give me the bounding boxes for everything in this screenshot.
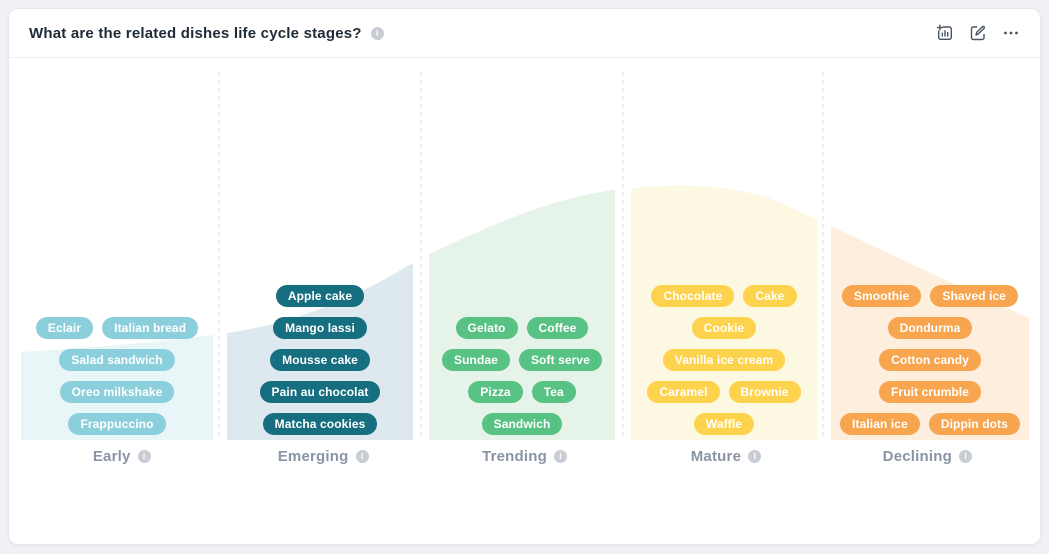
dish-pill[interactable]: Vanilla ice cream [662, 349, 786, 371]
dish-pill[interactable]: Matcha cookies [262, 413, 378, 435]
dish-pill[interactable]: Soft serve [518, 349, 602, 371]
stage-column-emerging: Apple cake Mango lassi Mousse cake Pain … [227, 285, 413, 435]
stage-label-mature: Mature [690, 448, 742, 465]
dish-pill[interactable]: Sundae [442, 349, 510, 371]
stage-column-trending: Gelato Coffee Sundae Soft serve Pizza Te… [429, 317, 615, 435]
chart-card: What are the related dishes life cycle s… [8, 8, 1041, 545]
dish-pill[interactable]: Chocolate [651, 285, 735, 307]
dish-pill[interactable]: Shaved ice [930, 285, 1019, 307]
more-options-icon [1004, 31, 1018, 35]
title-info-icon[interactable]: i [370, 26, 384, 40]
stage-label-early: Early [92, 448, 131, 465]
card-header: What are the related dishes life cycle s… [9, 9, 1040, 58]
stage-column-early: Eclair Italian bread Salad sandwich Oreo… [21, 317, 213, 435]
dish-pill[interactable]: Cotton candy [879, 349, 981, 371]
dish-pill[interactable]: Sandwich [481, 413, 563, 435]
dish-pill[interactable]: Oreo milkshake [59, 381, 175, 403]
dish-pill[interactable]: Smoothie [841, 285, 922, 307]
dish-pill[interactable]: Cookie [691, 317, 757, 339]
page-title: What are the related dishes life cycle s… [29, 24, 362, 42]
stage-labels-row: Early i Emerging i Trending i Mature i D… [21, 448, 1028, 465]
stage-label-declining: Declining [882, 448, 952, 465]
add-chart-button[interactable] [936, 24, 954, 42]
dish-pill[interactable]: Brownie [728, 381, 801, 403]
dish-pill[interactable]: Apple cake [275, 285, 365, 307]
dish-pill[interactable]: Gelato [455, 317, 518, 339]
lifecycle-chart: Eclair Italian bread Salad sandwich Oreo… [21, 68, 1029, 440]
dish-pill[interactable]: Salad sandwich [59, 349, 175, 371]
dish-pill[interactable]: Tea [531, 381, 576, 403]
stage-column-declining: Smoothie Shaved ice Dondurma Cotton cand… [831, 285, 1029, 435]
stage-label-trending: Trending [482, 448, 547, 465]
lifecycle-curve [21, 72, 1029, 440]
dish-pill[interactable]: Coffee [526, 317, 589, 339]
edit-icon [970, 25, 985, 41]
add-chart-icon [936, 24, 952, 40]
dish-pill[interactable]: Dippin dots [928, 413, 1020, 435]
dish-pill[interactable]: Eclair [35, 317, 94, 339]
dish-pill[interactable]: Italian bread [102, 317, 199, 339]
stage-info-icon[interactable]: i [355, 450, 369, 463]
dish-pill[interactable]: Mousse cake [270, 349, 370, 371]
stage-column-mature: Chocolate Cake Cookie Vanilla ice cream … [631, 285, 817, 435]
dish-pill[interactable]: Mango lassi [273, 317, 367, 339]
card-actions [936, 24, 1020, 42]
more-options-button[interactable] [1002, 24, 1020, 42]
dish-pill[interactable]: Waffle [693, 413, 755, 435]
dish-pill[interactable]: Caramel [647, 381, 720, 403]
dish-pill[interactable]: Pain au chocolat [259, 381, 381, 403]
dish-pill[interactable]: Fruit crumble [879, 381, 981, 403]
dish-pill[interactable]: Cake [743, 285, 797, 307]
dish-pill[interactable]: Dondurma [887, 317, 973, 339]
dish-pill[interactable]: Italian ice [840, 413, 920, 435]
edit-button[interactable] [969, 24, 987, 42]
dish-pill[interactable]: Frappuccino [68, 413, 166, 435]
stage-info-icon[interactable]: i [137, 450, 151, 463]
stage-info-icon[interactable]: i [958, 450, 972, 463]
dish-pill[interactable]: Pizza [468, 381, 523, 403]
stage-label-emerging: Emerging [277, 448, 349, 465]
stage-info-icon[interactable]: i [553, 450, 567, 463]
stage-info-icon[interactable]: i [748, 450, 762, 463]
